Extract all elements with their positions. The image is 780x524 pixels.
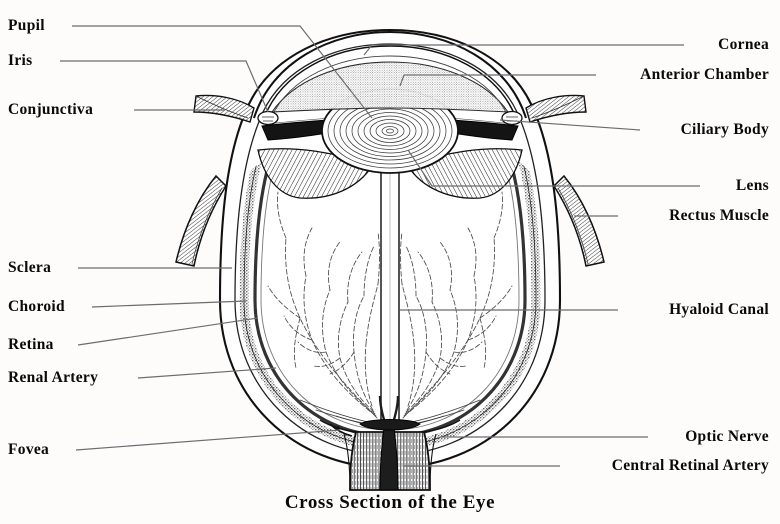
- label-fovea: Fovea: [8, 441, 50, 458]
- rectus-muscle-left: [175, 174, 227, 267]
- leader-lens: [407, 149, 700, 187]
- label-iris: Iris: [8, 52, 33, 69]
- leader-choroid: [91, 300, 247, 308]
- label-ciliary-body: Ciliary Body: [680, 121, 769, 138]
- label-optic-nerve: Optic Nerve: [685, 428, 769, 445]
- leader-pupil: [72, 25, 373, 119]
- lens: [321, 88, 459, 174]
- leader-cornea: [363, 44, 684, 56]
- leader-retina: [77, 317, 259, 346]
- label-cornea: Cornea: [718, 36, 769, 53]
- figure-caption: Cross Section of the Eye: [284, 492, 496, 513]
- leader-ciliary-body: [499, 119, 641, 131]
- label-anterior-chamber: Anterior Chamber: [640, 66, 769, 83]
- leader-renal-artery: [137, 367, 277, 379]
- label-pupil: Pupil: [8, 17, 45, 34]
- canal-of-schlemm: [257, 110, 523, 126]
- hyaloid-canal: [380, 168, 400, 424]
- label-sclera: Sclera: [8, 259, 52, 276]
- central-retinal-artery: [378, 395, 400, 491]
- label-renal-artery: Renal Artery: [8, 369, 99, 386]
- label-central-retinal-artery: Central Retinal Artery: [611, 457, 769, 474]
- label-retina: Retina: [8, 336, 54, 353]
- leader-anterior-chamber: [399, 74, 596, 87]
- leader-lines: [60, 25, 700, 467]
- leader-iris: [60, 60, 269, 113]
- label-choroid: Choroid: [8, 298, 65, 315]
- leader-fovea: [75, 429, 341, 451]
- eye-globe: [175, 28, 605, 491]
- label-hyaloid-canal: Hyaloid Canal: [669, 301, 769, 318]
- cornea: [253, 30, 527, 119]
- label-conjunctiva: Conjunctiva: [8, 101, 94, 118]
- vitreous-vessel-branches: [267, 191, 513, 419]
- optic-disc: [359, 419, 421, 431]
- rectus-muscle-right: [553, 174, 605, 267]
- label-lens: Lens: [735, 177, 769, 194]
- label-rectus-muscle: Rectus Muscle: [669, 207, 769, 224]
